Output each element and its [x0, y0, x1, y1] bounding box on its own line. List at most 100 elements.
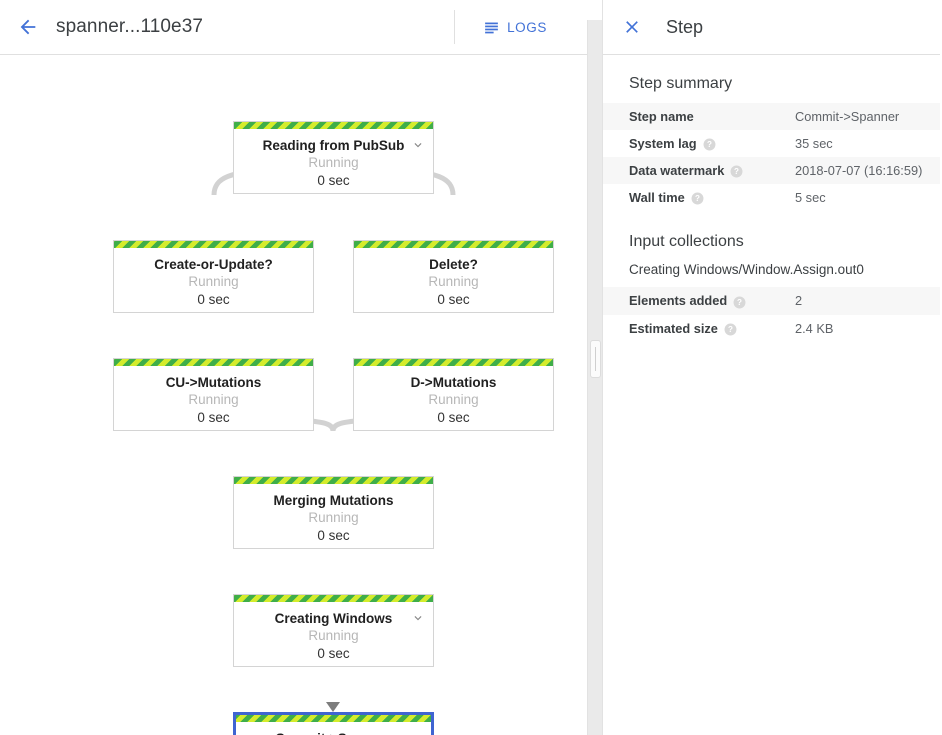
row-key-label: System lag [629, 136, 697, 151]
row-key-label: Wall time [629, 190, 685, 206]
row-value: 2.4 KB [795, 320, 834, 336]
chevron-down-icon[interactable] [411, 138, 425, 152]
top-app-bar: spanner...110e37 LOGS [0, 0, 587, 55]
row-value: 5 sec [795, 190, 826, 206]
node-elapsed-time: 0 sec [317, 173, 350, 188]
help-icon[interactable]: ? [703, 138, 716, 151]
svg-text:?: ? [737, 298, 742, 307]
page-title: spanner...110e37 [56, 16, 204, 37]
table-row: Elements added?2 [603, 287, 940, 315]
help-icon[interactable]: ? [733, 296, 746, 309]
close-icon [626, 21, 638, 33]
table-row: Step name Commit->Spanner [603, 103, 940, 130]
step-panel-header: Step [603, 0, 940, 55]
node-status: Running [308, 510, 359, 525]
node-elapsed-time: 0 sec [317, 528, 350, 543]
node-status: Running [188, 274, 239, 289]
graph-pane: spanner...110e37 LOGS [0, 0, 587, 735]
back-button[interactable] [4, 3, 52, 51]
node-title: Commit->Spanner [236, 730, 431, 735]
chevron-down-icon[interactable] [409, 731, 423, 735]
svg-text:?: ? [728, 325, 733, 334]
node-status-stripe [234, 122, 433, 129]
input-collections-heading: Input collections [629, 233, 744, 251]
node-title: Reading from PubSub [262, 138, 405, 153]
node-elapsed-time: 0 sec [197, 410, 230, 425]
row-key: Wall time? [603, 184, 795, 211]
row-key: Step name [603, 103, 795, 130]
input-collection-name: Creating Windows/Window.Assign.out0 [629, 262, 864, 278]
node-status-stripe [236, 715, 431, 722]
table-row: System lag?35 sec [603, 130, 940, 157]
node-status-stripe [234, 595, 433, 602]
node-title: Create-or-Update? [154, 257, 273, 272]
logs-button-label: LOGS [507, 19, 547, 35]
logs-button[interactable]: LOGS [473, 13, 557, 42]
node-title: CU->Mutations [165, 375, 262, 390]
panel-splitter[interactable] [587, 0, 603, 735]
node-status: Running [308, 628, 359, 643]
row-key-label: Data watermark [629, 163, 725, 179]
top-bar-actions: LOGS [454, 0, 587, 54]
row-key: System lag? [603, 130, 795, 157]
table-row: Data watermark?2018-07-07 (16:16:59) [603, 157, 940, 185]
node-elapsed-time: 0 sec [437, 292, 470, 307]
toolbar-divider [454, 10, 456, 44]
splitter-top-gap [587, 0, 603, 20]
graph-node-create-or-update[interactable]: Create-or-Update? Running 0 sec [113, 240, 314, 313]
row-key: Estimated size? [603, 315, 795, 342]
node-title: Delete? [429, 257, 478, 272]
row-key: Elements added? [603, 287, 795, 314]
help-icon[interactable]: ? [724, 323, 737, 336]
splitter-drag-handle[interactable] [590, 340, 601, 378]
help-icon[interactable]: ? [691, 192, 704, 205]
node-elapsed-time: 0 sec [317, 646, 350, 661]
help-icon[interactable]: ? [730, 165, 743, 178]
node-status: Running [308, 155, 359, 170]
row-value: 2018-07-07 (16:16:59) [795, 163, 923, 179]
row-key-label: Step name [629, 109, 694, 124]
svg-text:?: ? [734, 167, 739, 176]
node-body: Commit->SpannerPart running5 sec [236, 722, 431, 735]
node-title: Merging Mutations [273, 493, 394, 508]
node-title: Creating Windows [274, 611, 393, 626]
arrow-left-icon [20, 19, 36, 35]
subject-list-icon [485, 22, 498, 33]
chevron-down-icon[interactable] [411, 611, 425, 625]
node-elapsed-time: 0 sec [437, 410, 470, 425]
node-status-stripe [354, 359, 553, 366]
node-status-stripe [234, 477, 433, 484]
close-panel-button[interactable] [612, 7, 652, 47]
graph-node-commit-spanner[interactable]: Commit->SpannerPart running5 sec [233, 712, 434, 735]
node-status-stripe [354, 241, 553, 248]
svg-text:?: ? [707, 140, 712, 149]
row-key-label: Estimated size [629, 320, 718, 336]
row-value: 35 sec [795, 136, 833, 152]
step-summary-heading: Step summary [629, 75, 733, 92]
row-key-label: Elements added [629, 293, 728, 309]
table-row: Wall time?5 sec [603, 184, 940, 211]
row-key: Data watermark? [603, 157, 795, 184]
node-elapsed-time: 0 sec [197, 292, 230, 307]
node-title: D->Mutations [410, 375, 497, 390]
row-value: 2 [795, 293, 803, 309]
row-value: Commit->Spanner [795, 109, 900, 124]
node-body: Create-or-Update? Running 0 sec [114, 248, 313, 318]
node-status-stripe [114, 359, 313, 366]
